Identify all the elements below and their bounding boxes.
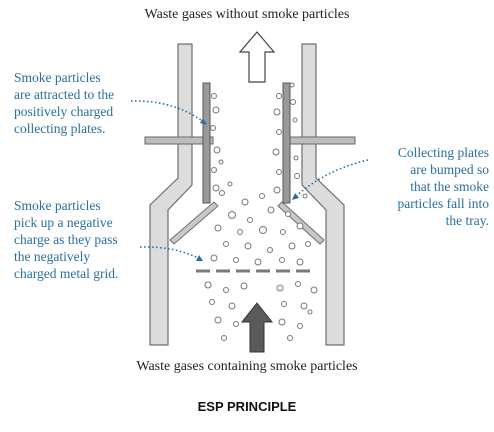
annotation-line: charged metal grid. [14, 266, 119, 281]
annotation-line: pick up a negative [14, 215, 113, 230]
plate-rod-left [144, 136, 214, 145]
annotation-line: Smoke particles [14, 70, 101, 85]
diagram-title: ESP PRINCIPLE [197, 399, 297, 414]
annotation-metal-grid: Smoke particles pick up a negative charg… [14, 197, 174, 282]
chimney-wall-right [301, 43, 345, 346]
leader-line-plates [130, 100, 206, 124]
annotation-line: collecting plates. [14, 121, 106, 136]
chimney-wall-left [149, 43, 193, 346]
leader-arrowhead [292, 193, 299, 200]
leader-line-grid [139, 246, 201, 260]
collecting-plate-right [282, 82, 291, 204]
inlet-arrow [240, 302, 274, 353]
annotation-line: that the smoke [410, 179, 489, 194]
annotation-line: the tray. [445, 213, 489, 228]
leader-arrowhead [200, 118, 207, 125]
annotation-line: charge as they pass [14, 232, 118, 247]
collecting-plate-left [202, 82, 211, 204]
smoke-particles [204, 82, 318, 341]
annotation-line: Smoke particles [14, 198, 101, 213]
annotation-line: positively charged [14, 104, 114, 119]
annotation-line: are attracted to the [14, 87, 115, 102]
annotation-line: the negatively [14, 249, 91, 264]
annotation-line: particles fall into [397, 196, 489, 211]
inlet-caption: Waste gases containing smoke particles [136, 359, 358, 374]
annotation-line: Collecting plates [397, 145, 489, 160]
plate-rod-right [284, 136, 356, 145]
tray-left [169, 201, 219, 245]
annotation-bumped-plates: Collecting plates are bumped so that the… [364, 144, 489, 229]
leader-arrowhead [196, 255, 203, 261]
leader-line-bumped [294, 159, 369, 198]
annotation-collecting-plates: Smoke particles are attracted to the pos… [14, 69, 174, 137]
outlet-arrow [238, 31, 276, 83]
outlet-caption: Waste gases without smoke particles [144, 7, 350, 22]
annotation-line: are bumped so [410, 162, 489, 177]
